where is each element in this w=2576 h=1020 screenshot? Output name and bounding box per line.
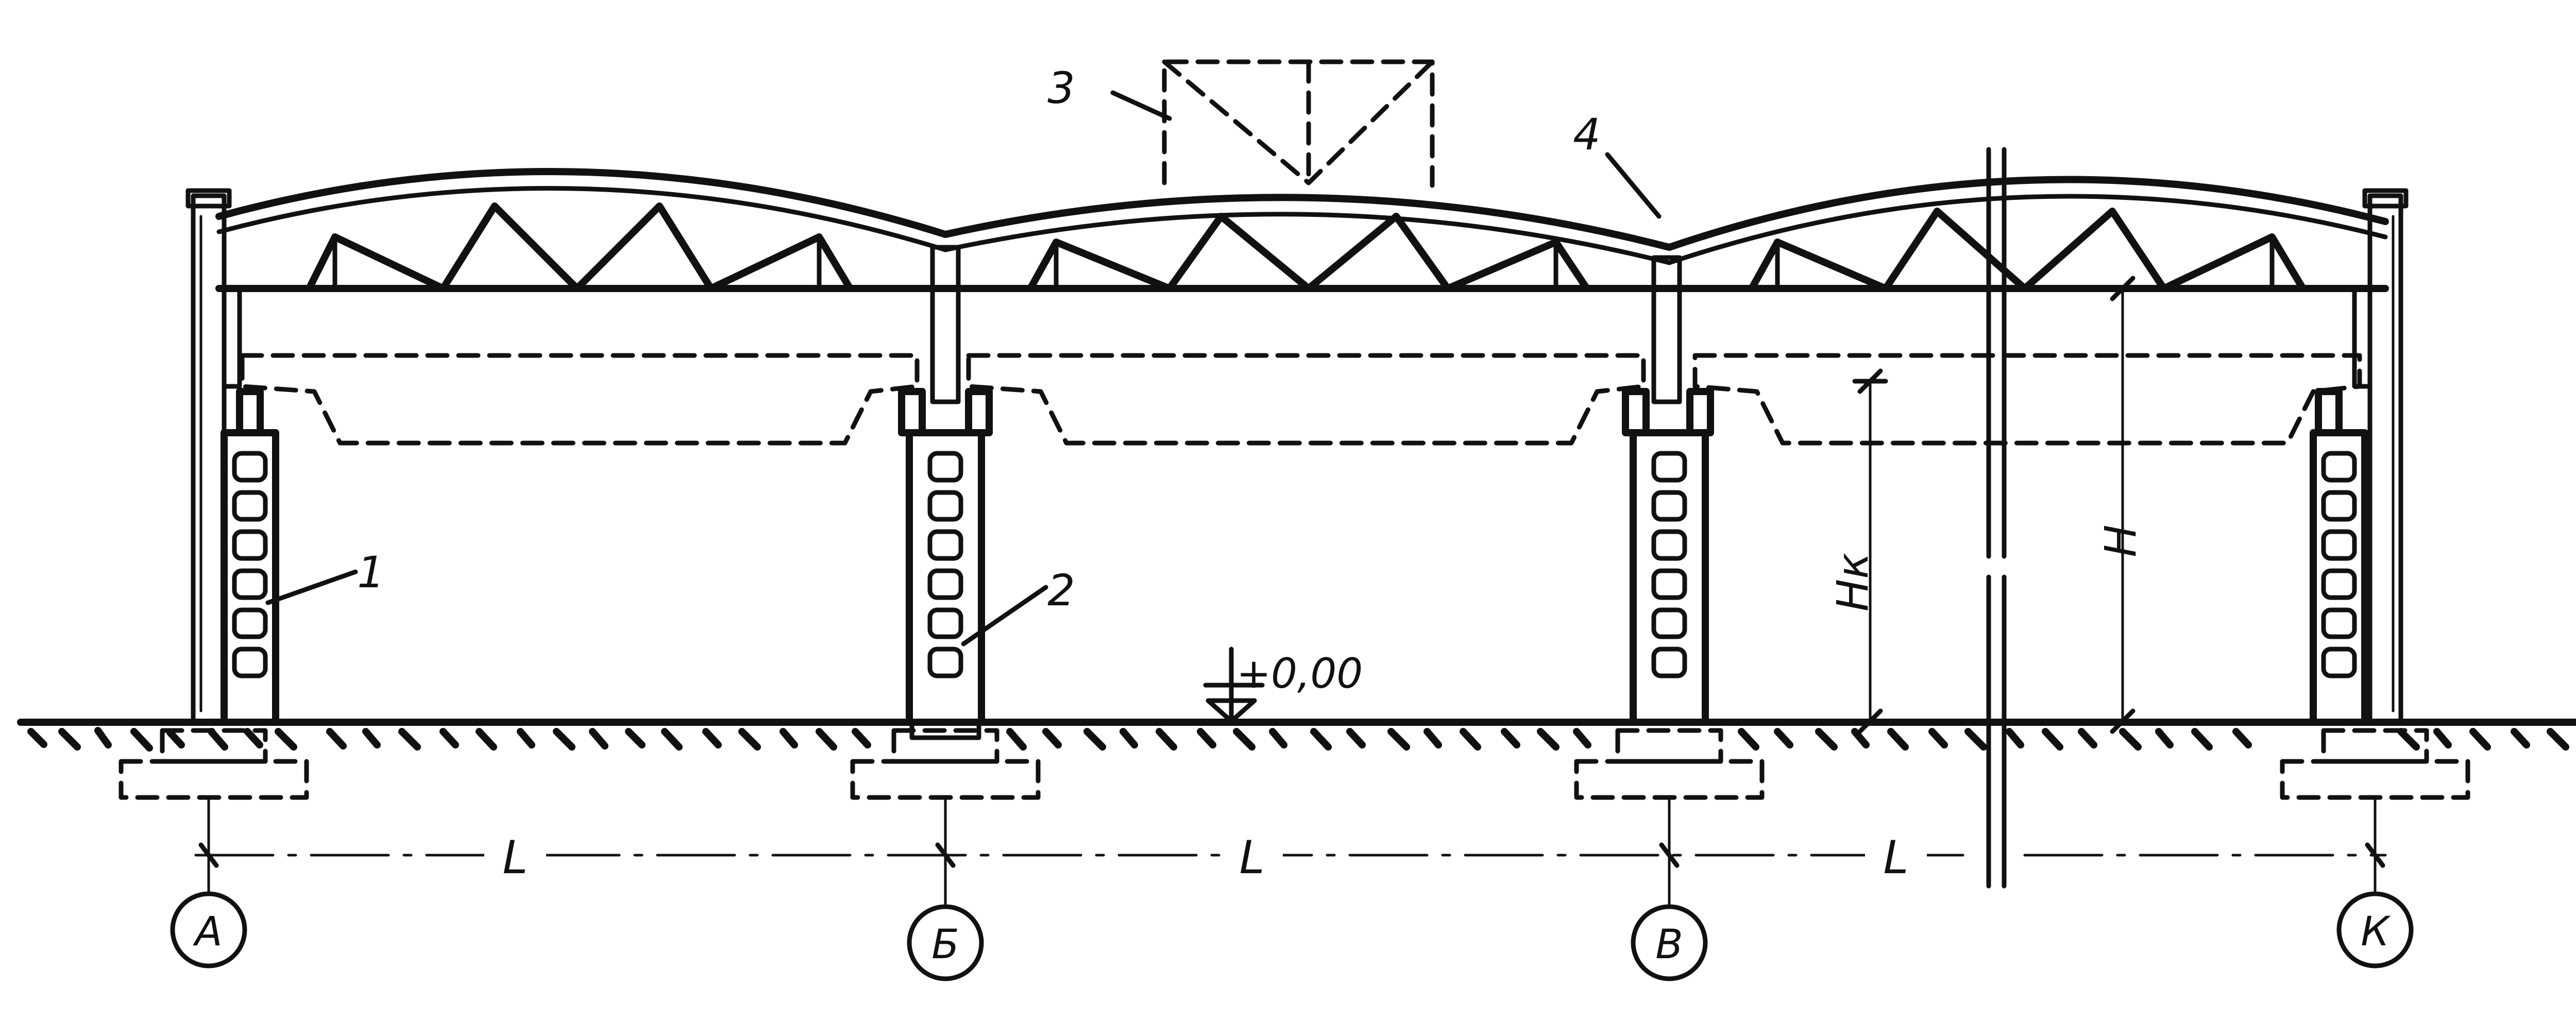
column-b [853, 245, 1038, 797]
column-a [121, 286, 307, 797]
crane-height-dimension [1852, 368, 1888, 734]
crane-span-1 [240, 353, 920, 446]
callout-4: 4 [1573, 109, 1600, 160]
callout-1: 1 [357, 547, 384, 598]
callout-2: 2 [1047, 565, 1075, 616]
span-label-2: L [1239, 831, 1264, 884]
break-line [1986, 147, 2007, 889]
crane-span-3 [1692, 353, 2362, 446]
skylight-lantern [1162, 59, 1435, 188]
axis-bubble-a: А [170, 891, 247, 968]
span-label-1: L [502, 831, 528, 884]
callout-3: 3 [1047, 63, 1075, 113]
column-v [1577, 255, 1762, 797]
span-dimension-line [194, 832, 2387, 878]
elevation-label: +0,00 [1236, 650, 1363, 698]
ground-line [17, 719, 2576, 752]
height-dimension [2110, 276, 2136, 734]
outer-wall-k [2362, 188, 2409, 725]
crane-span-2 [966, 353, 1646, 446]
crane-height-label: Hк [1827, 553, 1878, 611]
column-k [2282, 286, 2468, 797]
axis-bubble-v: В [1631, 904, 1708, 981]
height-label: H [2095, 524, 2146, 557]
elevation-mark [1203, 647, 1265, 724]
axis-label-b: Б [931, 922, 959, 968]
roof-truss-span-1 [215, 168, 949, 292]
axis-label-a: А [192, 909, 222, 955]
callout-leaders [265, 90, 1662, 647]
axis-label-v: В [1655, 922, 1683, 968]
axis-bubble-k: К [2336, 891, 2414, 968]
roof-truss-span-2 [942, 194, 1673, 292]
span-label-3: L [1883, 831, 1908, 884]
axis-bubble-b: Б [907, 904, 984, 981]
roof-truss-span-3 [1666, 176, 2389, 292]
axis-label-k: К [2361, 909, 2391, 955]
